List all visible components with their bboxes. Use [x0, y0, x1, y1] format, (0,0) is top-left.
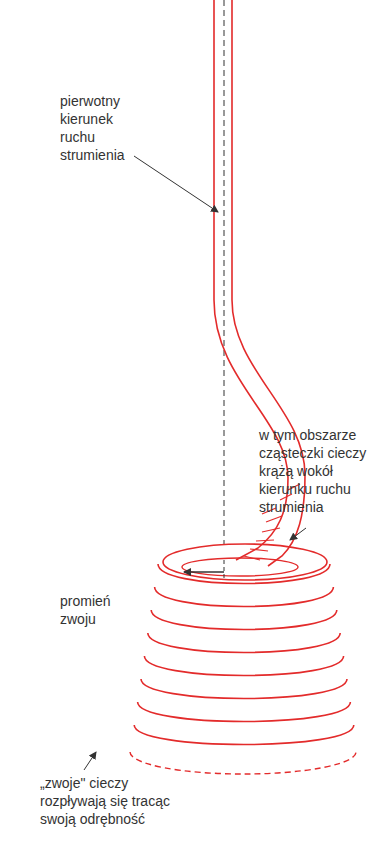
spreading-label: „zwoje" cieczy rozpływają się tracąc swo… [40, 774, 172, 828]
spreading-coil [130, 752, 356, 774]
coil-turn [151, 610, 337, 630]
coil-turn [148, 633, 340, 653]
coil-turn [134, 725, 354, 745]
coil-turn [138, 702, 351, 722]
hatch-stroke [244, 556, 260, 560]
coil-turn [155, 587, 334, 607]
leader-line [84, 752, 96, 770]
leader-line [290, 528, 306, 540]
rotation-label: w tym obszarze cząsteczki cieczy krążą w… [259, 426, 381, 516]
coil-stack [134, 564, 354, 745]
radius-label: promień zwoju [60, 592, 138, 628]
hatch-stroke [250, 549, 268, 551]
hatch-stroke [262, 528, 280, 532]
hatch-stroke [256, 540, 274, 541]
coil-hole [182, 558, 298, 576]
top-coil [163, 544, 327, 580]
radius-arrow [184, 571, 224, 572]
hatch-stroke [266, 516, 282, 522]
direction-label: pierwotny kierunek ruchu strumienia [60, 92, 142, 164]
coil-turn [141, 679, 347, 699]
coil-turn [144, 656, 343, 676]
leader-line [134, 156, 218, 212]
axis-dashed-line [224, 0, 225, 578]
